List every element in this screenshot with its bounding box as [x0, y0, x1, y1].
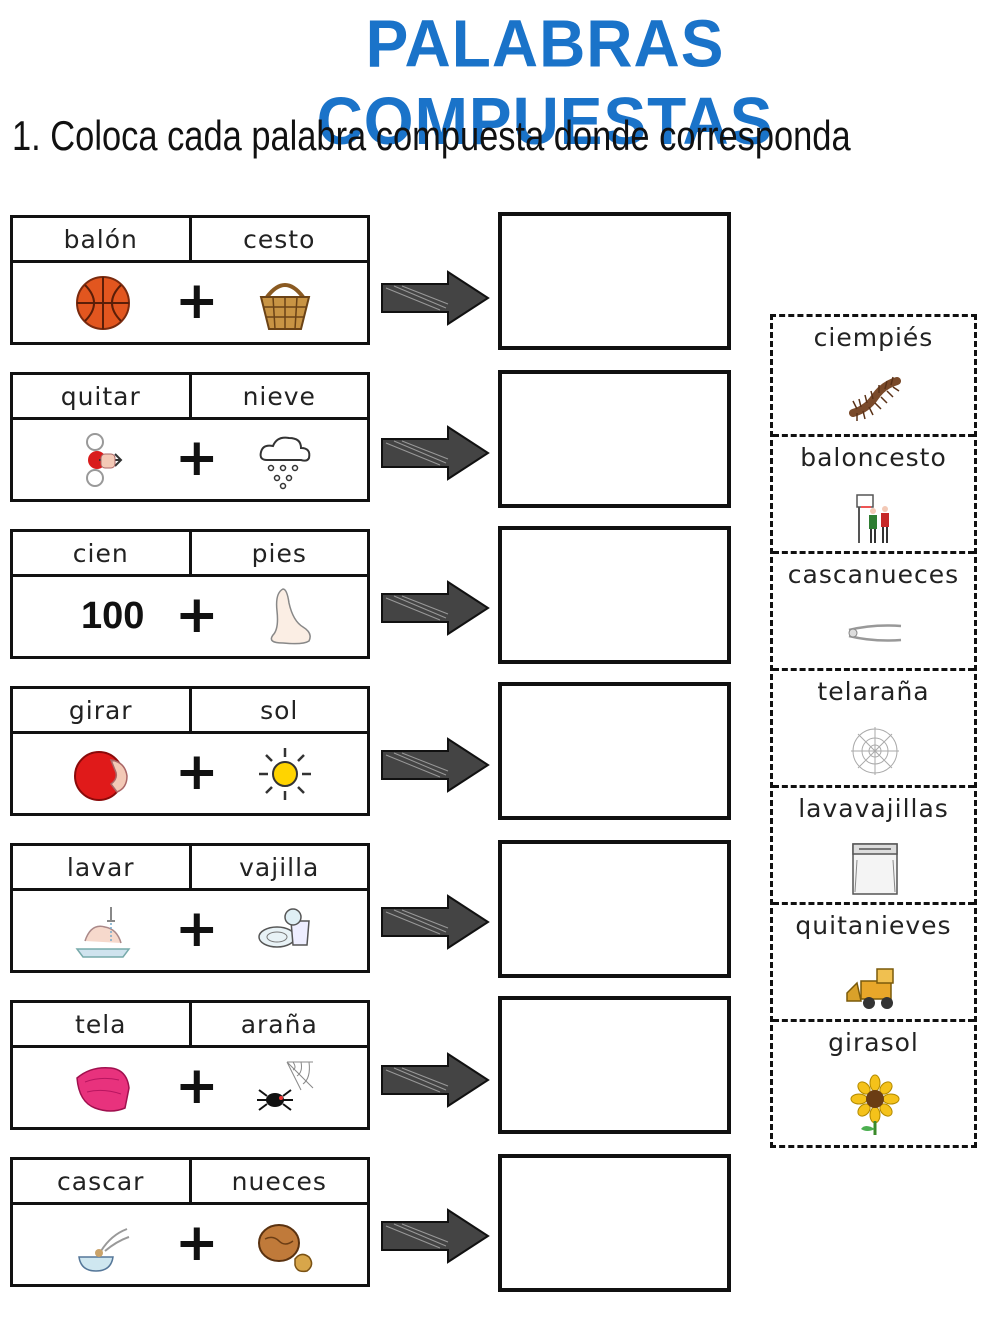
word-bank-label: baloncesto: [800, 443, 947, 472]
word-bank-label: lavavajillas: [798, 794, 949, 823]
plus-sign: +: [175, 428, 219, 488]
basketball-game-icon: [856, 494, 889, 543]
answer-box[interactable]: [498, 840, 731, 978]
word-bank-item[interactable]: ciempiés: [773, 317, 974, 434]
word-left: tela: [75, 1009, 127, 1039]
dishwasher-icon: [852, 843, 898, 895]
word-right: araña: [188, 1003, 368, 1045]
word-left: quitar: [60, 381, 141, 411]
plus-sign: +: [175, 1213, 219, 1273]
remove-icon: [86, 433, 123, 487]
answer-box[interactable]: [498, 212, 731, 350]
arrow-icon: [381, 1208, 490, 1264]
arrow-icon: [381, 894, 490, 950]
word-right: nueces: [188, 1160, 368, 1202]
instruction-text: 1. Coloca cada palabra compuesta donde c…: [12, 112, 851, 159]
word-bank-item[interactable]: lavavajillas: [773, 785, 974, 902]
spiderweb-icon: [851, 727, 899, 775]
arrow-icon: [381, 270, 490, 326]
word-right: pies: [188, 532, 368, 574]
basket-icon: [259, 283, 311, 330]
basketball-icon: [76, 276, 130, 330]
page-title: PALABRAS COMPUESTAS: [316, 5, 774, 159]
word-right: sol: [188, 689, 368, 731]
plus-sign: +: [175, 1056, 219, 1116]
cracking-icon: [78, 1228, 130, 1272]
plus-sign: +: [175, 742, 219, 802]
dishes-icon: [258, 908, 310, 948]
spider-icon: [257, 1061, 314, 1111]
plus-sign: +: [175, 271, 219, 331]
answer-box[interactable]: [498, 370, 731, 508]
plus-sign: +: [175, 585, 219, 645]
walnut-icon: [258, 1224, 313, 1273]
centipede-icon: [849, 376, 901, 421]
arrow-icon: [381, 425, 490, 481]
word-left: girar: [68, 695, 133, 725]
compound-card: cascar nueces +: [10, 1157, 370, 1287]
word-bank-item[interactable]: quitanieves: [773, 902, 974, 1019]
word-bank-item[interactable]: girasol: [773, 1019, 974, 1136]
compound-card: quitar nieve +: [10, 372, 370, 502]
word-bank: ciempiés baloncesto cascanueces telara: [770, 314, 977, 1148]
snowplow-icon: [846, 968, 894, 1009]
answer-box[interactable]: [498, 1154, 731, 1292]
compound-card: cien pies 100 +: [10, 529, 370, 659]
compound-card: lavar vajilla +: [10, 843, 370, 973]
sun-icon: [259, 748, 311, 800]
word-right: nieve: [188, 375, 368, 417]
washing-hands-icon: [75, 907, 131, 958]
word-bank-label: telaraña: [817, 677, 930, 706]
word-bank-item[interactable]: telaraña: [773, 668, 974, 785]
word-bank-item[interactable]: baloncesto: [773, 434, 974, 551]
rotate-ball-icon: [74, 751, 128, 801]
arrow-icon: [381, 580, 490, 636]
compound-card: girar sol +: [10, 686, 370, 816]
number-hundred: 100: [81, 595, 145, 637]
answer-box[interactable]: [498, 526, 731, 664]
plus-sign: +: [175, 899, 219, 959]
arrow-icon: [381, 737, 490, 793]
word-left: lavar: [66, 852, 135, 882]
word-bank-label: ciempiés: [813, 323, 934, 352]
compound-card: balón cesto +: [10, 215, 370, 345]
answer-box[interactable]: [498, 682, 731, 820]
snow-cloud-icon: [259, 436, 311, 490]
word-left: balón: [63, 224, 138, 254]
word-right: vajilla: [188, 846, 368, 888]
sunflower-icon: [850, 1074, 900, 1135]
word-bank-item[interactable]: cascanueces: [773, 551, 974, 668]
word-right: cesto: [188, 218, 368, 260]
foot-icon: [270, 588, 311, 645]
nutcracker-icon: [848, 624, 902, 642]
fabric-icon: [76, 1066, 130, 1112]
compound-card: tela araña +: [10, 1000, 370, 1130]
word-left: cascar: [57, 1166, 145, 1196]
word-bank-label: cascanueces: [787, 560, 960, 589]
word-left: cien: [72, 538, 129, 568]
arrow-icon: [381, 1052, 490, 1108]
word-bank-label: quitanieves: [795, 911, 952, 940]
answer-box[interactable]: [498, 996, 731, 1134]
word-bank-label: girasol: [828, 1028, 919, 1057]
